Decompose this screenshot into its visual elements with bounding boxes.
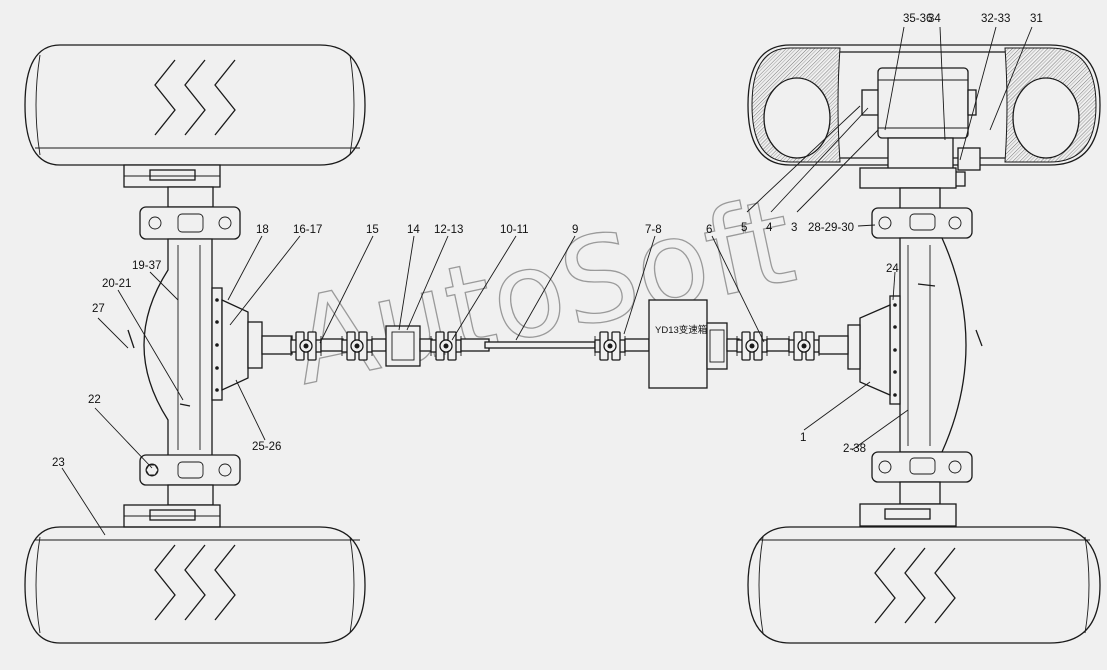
callout-6: 6 — [706, 224, 712, 236]
callout-34: 34 — [928, 13, 941, 25]
watermark: AutoSoft — [280, 171, 806, 413]
callout-20-21: 20-21 — [102, 278, 131, 290]
callout-labels: 35-36 34 32-33 31 5 4 3 28-29-30 24 6 7-… — [52, 13, 1043, 469]
right-axle-assembly — [747, 44, 1101, 644]
callout-16-17: 16-17 — [293, 224, 322, 236]
driveshaft-line: YD13变速箱 — [261, 299, 849, 389]
callout-3: 3 — [791, 222, 797, 234]
gearbox: YD13变速箱 — [648, 299, 728, 389]
callout-27: 27 — [92, 303, 105, 315]
leader-lines — [61, 26, 1033, 536]
callout-4: 4 — [766, 222, 773, 234]
gearbox-label: YD13变速箱 — [655, 324, 707, 336]
callout-10-11: 10-11 — [500, 224, 529, 236]
left-axle-assembly — [24, 44, 366, 644]
callout-22: 22 — [88, 394, 101, 406]
svg-text:AutoSoft: AutoSoft — [281, 171, 805, 411]
callout-1: 1 — [800, 432, 806, 444]
callout-25-26: 25-26 — [252, 441, 281, 453]
callout-7-8: 7-8 — [645, 224, 662, 236]
callout-35-36: 35-36 — [903, 13, 932, 25]
tyre-top-right-section — [747, 44, 1101, 187]
callout-12-13: 12-13 — [434, 224, 463, 236]
tyre-top-left — [24, 44, 366, 166]
callout-23: 23 — [52, 457, 65, 469]
callout-24: 24 — [886, 263, 899, 275]
callout-32-33: 32-33 — [981, 13, 1010, 25]
callout-14: 14 — [407, 224, 420, 236]
callout-2-38: 2-38 — [843, 443, 866, 455]
callout-19-37: 19-37 — [132, 260, 161, 272]
callout-9: 9 — [572, 224, 578, 236]
callout-28-29-30: 28-29-30 — [808, 222, 854, 234]
callout-18: 18 — [256, 224, 269, 236]
tyre-bottom-left — [24, 526, 366, 644]
callout-31: 31 — [1030, 13, 1043, 25]
callout-15: 15 — [366, 224, 379, 236]
tyre-bottom-right — [747, 526, 1101, 644]
callout-5: 5 — [741, 222, 747, 234]
